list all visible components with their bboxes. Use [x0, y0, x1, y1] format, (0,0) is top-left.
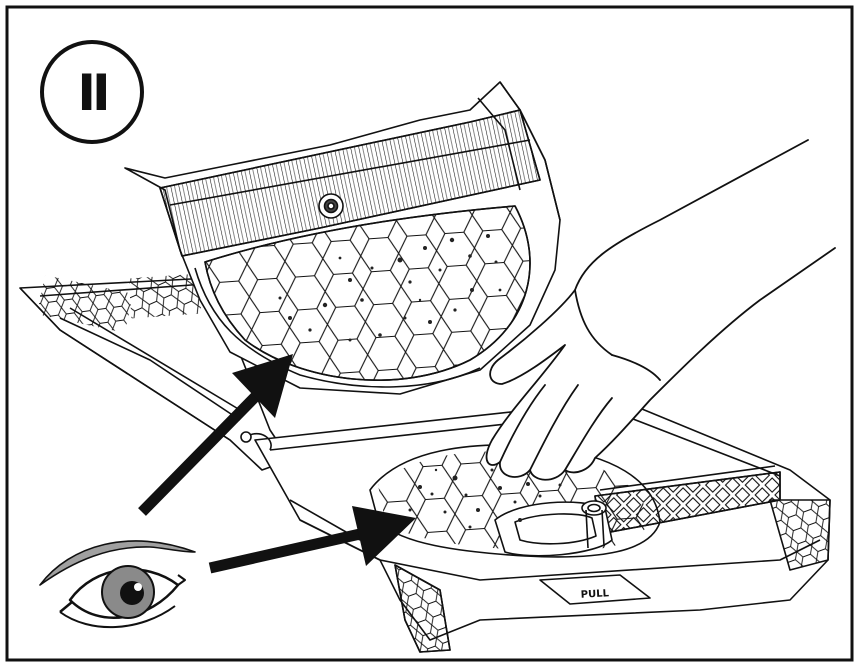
pull-label: PULL	[580, 588, 609, 600]
step-marker: II	[40, 40, 144, 144]
arrow-to-lower-filter	[208, 506, 416, 574]
dirt-spots-upper	[278, 234, 502, 342]
instruction-frame	[5, 5, 854, 662]
step-number: II	[77, 64, 106, 122]
eye-icon	[39, 540, 196, 628]
hand-icon	[485, 139, 836, 481]
arrow-to-upper-filter	[138, 354, 293, 516]
filter-tray-upper	[124, 81, 561, 395]
